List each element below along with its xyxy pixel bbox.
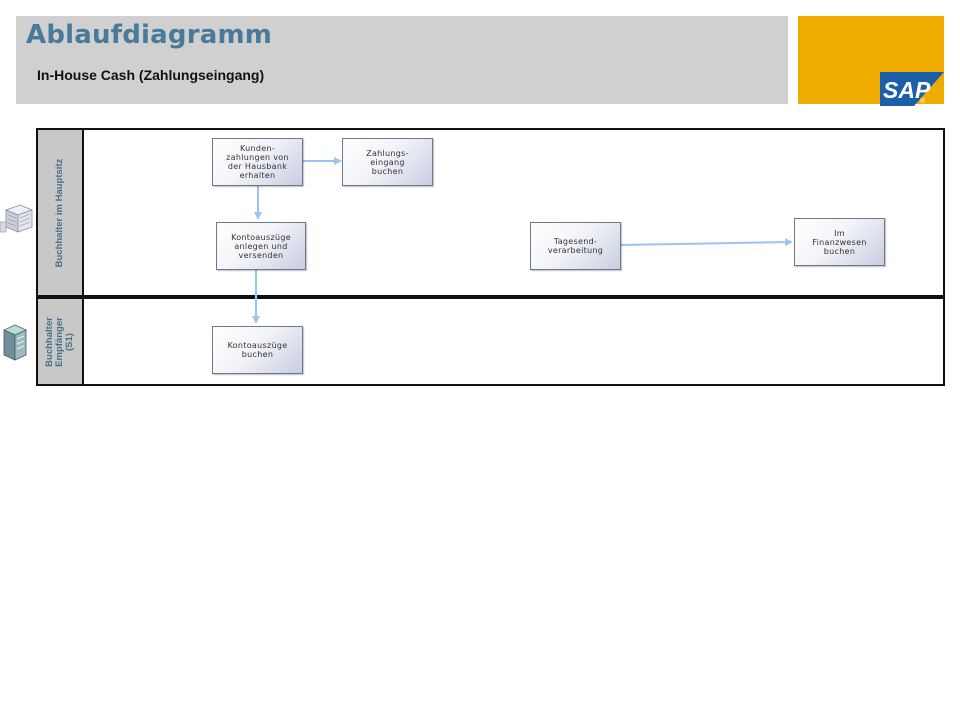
node-kontoauszuege-buchen[interactable]: Kontoauszüge buchen: [212, 326, 303, 374]
node-tagesendverarbeitung[interactable]: Tagesend- verarbeitung: [530, 222, 621, 270]
page-subtitle: In-House Cash (Zahlungseingang): [37, 67, 265, 83]
registered-mark: ®: [920, 97, 926, 105]
page-title: Ablaufdiagramm: [26, 20, 273, 50]
sap-logo: SAP ®: [880, 72, 944, 106]
lane-buchhalter-hauptsitz: Buchhalter im Hauptsitz: [36, 128, 945, 297]
node-finanzwesen-buchen[interactable]: Im Finanzwesen buchen: [794, 218, 885, 266]
building-icon: [0, 204, 34, 233]
lane-label: Buchhalter im Hauptsitz: [38, 130, 84, 295]
lane-buchhalter-empfaenger: Buchhalter Empfänger (S1): [36, 297, 945, 386]
sap-logo-shape: [880, 72, 944, 106]
sap-logo-text: SAP: [883, 77, 931, 103]
arrow-tagesend-to-finanzwesen: [620, 238, 793, 247]
node-kundenzahlungen[interactable]: Kunden- zahlungen von der Hausbank erhal…: [212, 138, 303, 186]
header-bar: [16, 16, 788, 104]
server-icon: [3, 324, 27, 361]
node-zahlungseingang-buchen[interactable]: Zahlungs- eingang buchen: [342, 138, 433, 186]
lane-label: Buchhalter Empfänger (S1): [38, 299, 84, 384]
node-kontoauszuege-anlegen[interactable]: Kontoauszüge anlegen und versenden: [216, 222, 306, 270]
